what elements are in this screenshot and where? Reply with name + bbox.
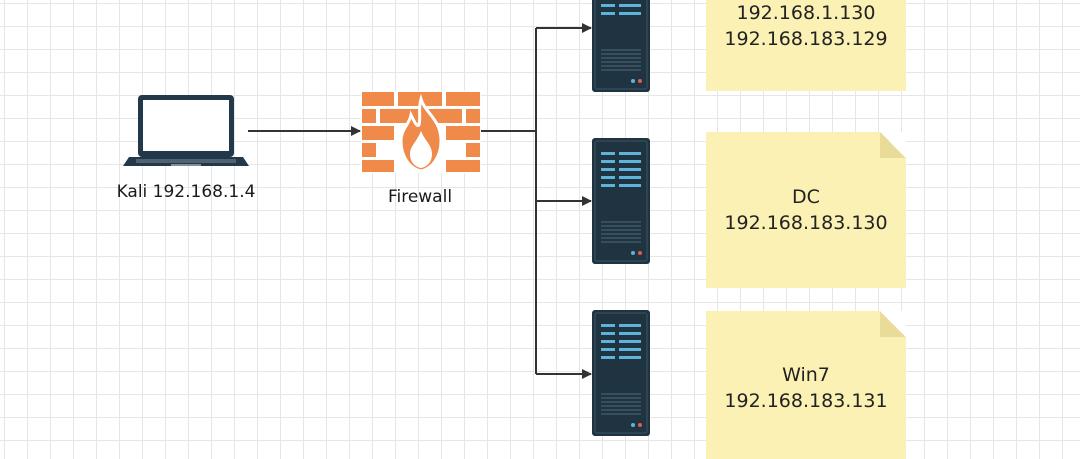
server-note-line: Win7 (782, 364, 830, 386)
note-fold-icon (880, 132, 906, 158)
server-note-3: Win7 192.168.183.131 (706, 311, 906, 459)
server-note-line: 192.168.183.131 (724, 390, 888, 412)
firewall-label: Firewall (387, 187, 453, 207)
note-fold-icon (880, 311, 906, 337)
server-icon (592, 138, 650, 264)
server-note-2: DC 192.168.183.130 (706, 132, 906, 288)
server-note-line: 192.168.1.130 (736, 2, 876, 24)
server-icon (592, 310, 650, 436)
server-note-line: DC (792, 186, 820, 208)
server-icon (592, 0, 650, 92)
attacker-label: Kali 192.168.1.4 (116, 182, 256, 202)
firewall-icon (361, 91, 481, 173)
server-note-1: 192.168.1.130 192.168.183.129 (706, 0, 906, 91)
server-note-line: 192.168.183.130 (724, 212, 888, 234)
server-note-line: 192.168.183.129 (724, 28, 888, 50)
laptop-icon (123, 95, 249, 166)
